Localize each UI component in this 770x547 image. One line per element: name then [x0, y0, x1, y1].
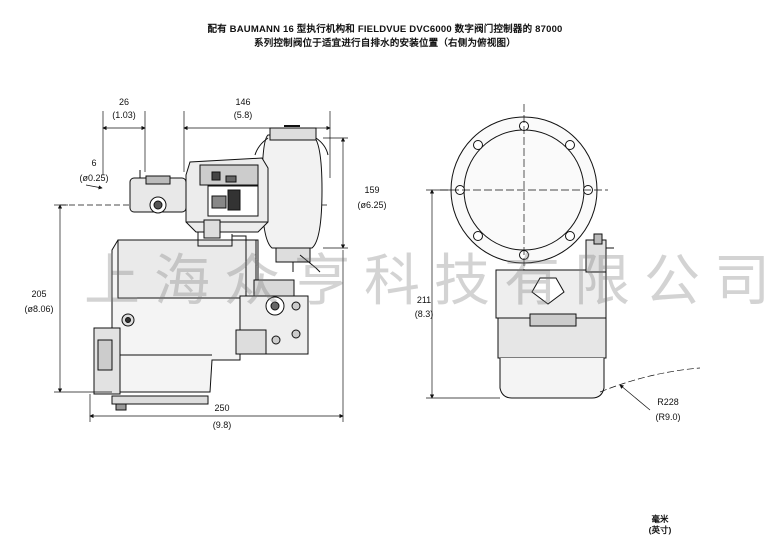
dim-146-mm: 146 — [235, 97, 250, 107]
top-view-dimensions — [426, 189, 701, 411]
dim-159-in: (ø6.25) — [357, 200, 386, 210]
diagram-title-line2: 系列控制阀位于适宜进行自排水的安装位置（右侧为俯视图） — [254, 38, 516, 49]
dim-6-mm: 6 — [91, 158, 96, 168]
units-primary: 毫米 — [651, 514, 669, 524]
gauge-block — [129, 170, 187, 214]
dim-146-in: (5.8) — [234, 110, 253, 120]
watermark: 上海众亨科技有限公司 — [84, 249, 770, 314]
fitting-block — [235, 279, 309, 355]
dimension-lines — [54, 111, 348, 422]
actuator-dome — [254, 125, 329, 273]
dim-r228-in: (R9.0) — [655, 412, 680, 422]
units-legend: 毫米 (英寸) — [630, 514, 690, 536]
dim-211-in: (8.3) — [415, 309, 434, 319]
dim-250-mm: 250 — [214, 403, 229, 413]
dim-26-mm: 26 — [119, 97, 129, 107]
valve-body — [93, 239, 259, 411]
dim-159-mm: 159 — [364, 185, 379, 195]
dvc-controller — [185, 157, 269, 239]
dim-211-mm: 211 — [417, 295, 431, 305]
units-secondary: (英寸) — [648, 525, 672, 535]
dim-205-in: (ø8.06) — [24, 304, 53, 314]
top-body — [495, 233, 614, 399]
dim-205-mm: 205 — [31, 289, 46, 299]
front-view — [60, 125, 330, 411]
dim-r228-mm: R228 — [657, 397, 679, 407]
top-view — [440, 104, 614, 399]
dim-26-in: (1.03) — [112, 110, 136, 120]
dim-6-in: (ø0.25) — [79, 173, 108, 183]
dim-250-in: (9.8) — [213, 420, 232, 430]
diagram-title-line1: 配有 BAUMANN 16 型执行机构和 FIELDVUE DVC6000 数字… — [207, 24, 563, 35]
